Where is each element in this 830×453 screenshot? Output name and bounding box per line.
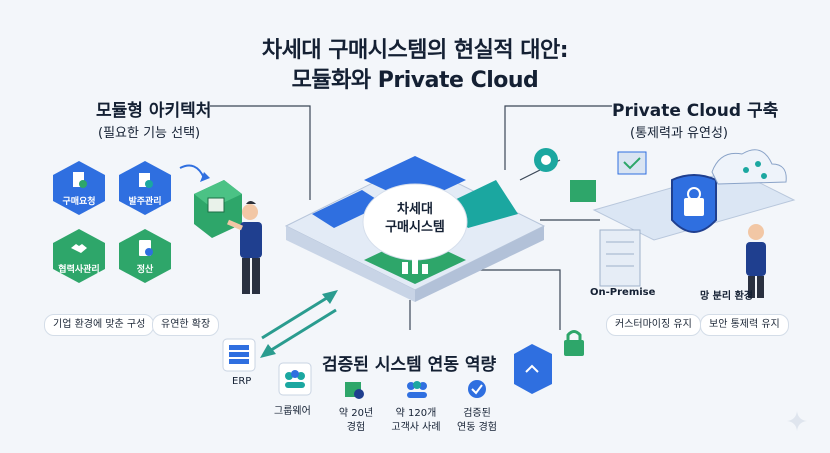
- check-window-icon: [617, 151, 647, 175]
- hex-purchase-request: 구매요청: [52, 160, 106, 216]
- cloud-title: Private Cloud 구축: [612, 101, 779, 121]
- document-check-icon: [73, 172, 87, 188]
- stat-verified: 검증된: [463, 408, 491, 419]
- system-groupware: 그룹웨어: [274, 406, 311, 417]
- on-premise-server-icon: [599, 229, 641, 287]
- modular-title: 모듈형 아키텍처: [96, 101, 212, 121]
- sparkle-icon: [787, 411, 807, 431]
- hex-settlement: 정산: [118, 228, 172, 284]
- stat-customers-sub: 고객사 사례: [391, 422, 441, 433]
- verified-badge-icon: [468, 380, 486, 398]
- server-stack-icon: [570, 180, 596, 202]
- calendar-clock-icon: [345, 382, 364, 399]
- calculator-icon: [139, 240, 153, 256]
- groupware-icon: [278, 362, 312, 396]
- erp-server-icon: [222, 338, 256, 372]
- pill-customizing: 커스터마이징 유지: [606, 314, 701, 336]
- handshake-icon: [71, 244, 87, 253]
- core-line2: 구매시스템: [385, 220, 445, 235]
- stat-verified-sub: 연동 경험: [457, 422, 497, 433]
- hex-label: 구매요청: [62, 197, 96, 207]
- hex-label: 정산: [136, 265, 154, 275]
- hex-label: 발주관리: [128, 197, 162, 207]
- page-title-line1: 차세대 구매시스템의 현실적 대안:: [261, 38, 569, 63]
- network-separation-label: 망 분리 환경: [700, 291, 753, 302]
- secure-monitor-icon: [514, 330, 584, 394]
- stat-years: 약 20년: [338, 408, 374, 419]
- customers-icon: [407, 381, 427, 398]
- hex-order-management: 발주관리: [118, 160, 172, 216]
- stat-customers: 약 120개: [395, 408, 437, 419]
- core-platform: [284, 156, 546, 302]
- hex-supplier-management: 협력사관리: [52, 228, 106, 284]
- pill-flexible-expansion: 유연한 확장: [152, 314, 220, 336]
- page-title-line2: 모듈화와 Private Cloud: [291, 68, 539, 93]
- system-erp: ERP: [232, 376, 252, 387]
- pill-security-control: 보안 통제력 유지: [700, 314, 789, 336]
- cloud-icon: [711, 149, 787, 185]
- modular-subtitle: (필요한 기능 선택): [98, 126, 201, 141]
- person-holding-module-icon: [194, 180, 262, 294]
- lock-icon: [564, 340, 584, 356]
- private-cloud-illustration: [534, 148, 796, 298]
- pill-custom-config: 기업 환경에 맞춘 구성: [44, 314, 155, 336]
- core-line1: 차세대: [397, 202, 433, 217]
- clipboard-clock-icon: [139, 173, 153, 188]
- cloud-subtitle: (통제력과 유연성): [630, 126, 728, 141]
- on-premise-label: On-Premise: [590, 287, 656, 298]
- hex-label: 협력사관리: [58, 265, 100, 275]
- stat-years-sub: 경험: [346, 422, 366, 433]
- integration-title: 검증된 시스템 연동 역량: [322, 355, 497, 375]
- module-blue-left: [312, 190, 384, 228]
